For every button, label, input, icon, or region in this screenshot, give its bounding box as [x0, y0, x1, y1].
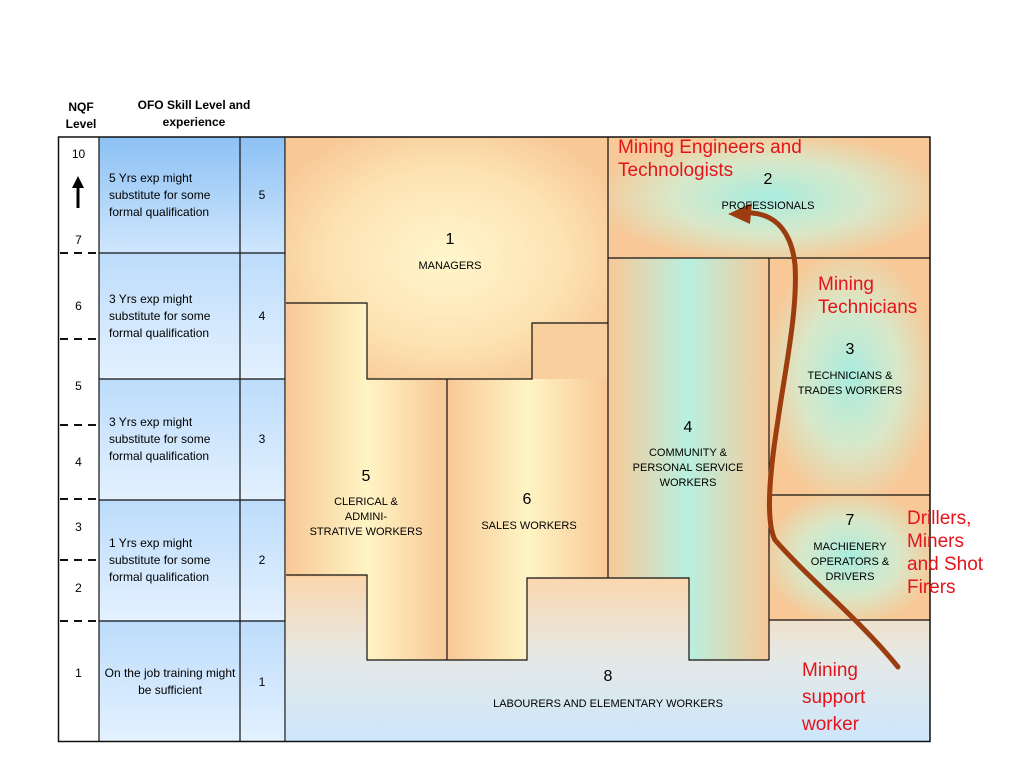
- group-7-block: [769, 495, 930, 620]
- group-1-name: MANAGERS: [418, 260, 482, 272]
- group-3-number: 3: [845, 341, 855, 358]
- nqf-level-2: 2: [75, 581, 82, 595]
- group-1-block: [286, 137, 608, 379]
- skill-description-column: [99, 137, 285, 741]
- group-5-block: [286, 303, 447, 660]
- group-2-block: [608, 137, 930, 258]
- group-4-block: [608, 258, 769, 660]
- group-6-block: [447, 379, 608, 660]
- group-1-number: 1: [445, 231, 455, 248]
- career-path-arrow: [728, 203, 901, 670]
- nqf-level-7: 7: [75, 233, 82, 247]
- nqf-level-6: 6: [75, 299, 82, 313]
- skill-description-1: On the job training might be sufficient: [104, 666, 236, 697]
- up-arrow-icon: [72, 176, 84, 208]
- skill-description-5: 5 Yrs exp might substitute for some form…: [109, 171, 211, 219]
- group-2-name: PROFESSIONALS: [721, 200, 815, 212]
- group-7-number: 7: [845, 512, 855, 529]
- ofo-level-4: 4: [258, 309, 266, 323]
- group-2-number: 2: [763, 171, 773, 188]
- nqf-level-5: 5: [75, 379, 82, 393]
- skill-description-2: 1 Yrs exp might substitute for some form…: [109, 536, 211, 584]
- ofo-skill-level-header: OFO Skill Level and experience: [137, 98, 251, 129]
- group-6-name: SALES WORKERS: [481, 520, 577, 532]
- nqf-level-4: 4: [75, 455, 82, 469]
- skill-description-4: 3 Yrs exp might substitute for some form…: [109, 292, 211, 340]
- annotation-drillers-miners: Drillers, Miners and Shot Firers: [907, 508, 984, 598]
- group-8-name: LABOURERS AND ELEMENTARY WORKERS: [493, 698, 723, 710]
- nqf-level-10: 10: [71, 147, 86, 161]
- nqf-level-1: 1: [75, 666, 82, 680]
- ofo-level-5: 5: [258, 188, 266, 202]
- group-8-number: 8: [603, 668, 613, 685]
- group-6-number: 6: [522, 491, 532, 508]
- nqf-level-header: NQF Level: [65, 100, 97, 131]
- annotation-mining-engineers: Mining Engineers and Technologists: [618, 137, 802, 181]
- group-4-name: COMMUNITY & PERSONAL SERVICE WORKERS: [632, 447, 744, 489]
- group-5-number: 5: [361, 468, 371, 485]
- annotation-mining-technicians: Mining Technicians: [818, 274, 918, 318]
- nqf-level-3: 3: [75, 520, 82, 534]
- ofo-level-1: 1: [258, 675, 266, 689]
- group-7-name: MACHIENERY OPERATORS & DRIVERS: [810, 541, 890, 583]
- annotation-mining-support: Mining support worker: [802, 660, 866, 735]
- group-5-name: CLERICAL & ADMINI- STRATIVE WORKERS: [309, 496, 423, 538]
- skill-description-3: 3 Yrs exp might substitute for some form…: [109, 415, 211, 463]
- group-3-name: TECHNICIANS & TRADES WORKERS: [797, 370, 903, 397]
- group-4-number: 4: [683, 419, 693, 436]
- ofo-level-2: 2: [258, 553, 266, 567]
- ofo-level-3: 3: [258, 432, 266, 446]
